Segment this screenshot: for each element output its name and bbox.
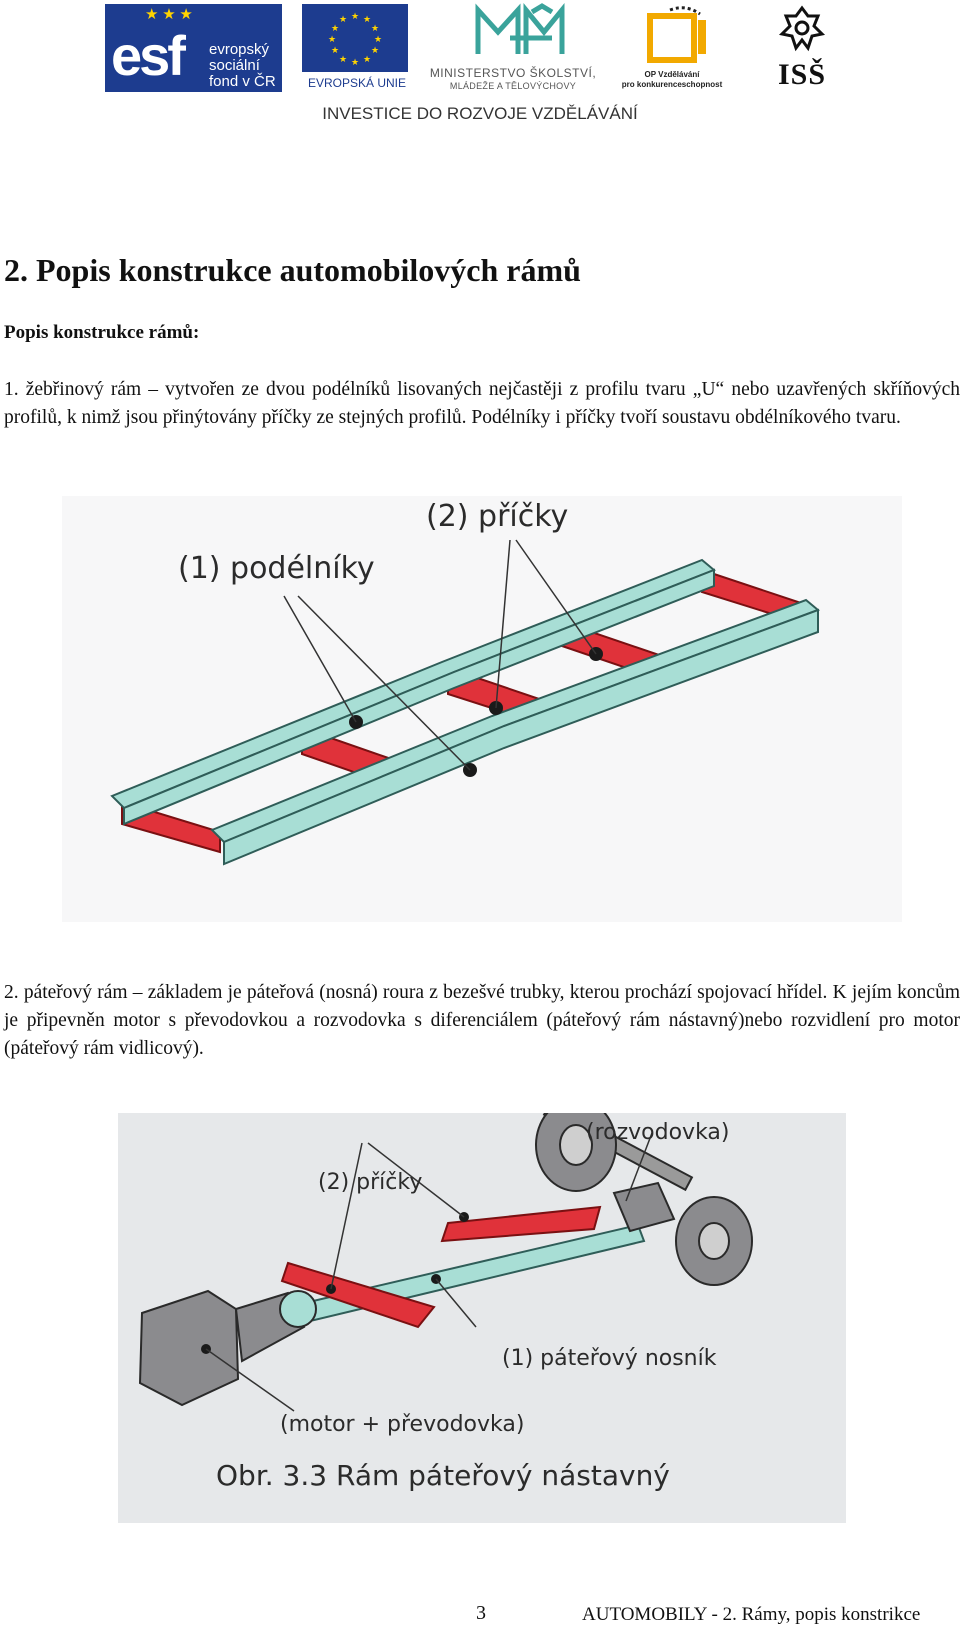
msmt-name: MINISTERSTVO ŠKOLSTVÍ, [429,66,597,80]
leader-lines [205,1132,653,1412]
page-number: 3 [476,1602,486,1624]
label-motor-prevodovka: (motor + převodovka) [280,1412,524,1437]
section-subheading: Popis konstrukce rámů: [4,322,200,343]
engine-gearbox [138,1289,317,1407]
star-icons: ★ ★ ★ [145,7,193,23]
esf-logo: ★ ★ ★ esf evropský sociální fond v ČR [105,4,282,92]
label-pricky: (2) příčky [426,499,568,534]
running-title: AUTOMOBILY - 2. Rámy, popis konstrikce [582,1604,921,1625]
rail-front-web [223,608,819,866]
iss-emblem-icon [778,5,826,52]
op-logo-icon [647,6,706,63]
svg-text:★: ★ [331,46,339,56]
esf-subtitle: evropský sociální fond v ČR [209,41,276,90]
label-rozvodovka: (rozvodovka) [586,1120,730,1145]
svg-text:★: ★ [339,15,347,25]
msmt-logo-icon [475,2,565,54]
figure-caption: Obr. 3.3 Rám páteřový nástavný [216,1459,670,1492]
investice-banner: INVESTICE DO ROZVOJE VZDĚLÁVÁNÍ [322,104,638,123]
figure-background [62,496,902,922]
page-title: 2. Popis konstrukce automobilových rámů [4,252,581,288]
svg-text:★: ★ [374,35,382,45]
op-label-2: pro konkurenceschopnost [621,80,723,89]
leader-lines [283,539,597,771]
msmt-name-2: MLÁDEŽE A TĚLOVÝCHOVY [449,81,577,91]
eu-stars-icon: ★★★ ★★★ ★★★ ★★★ [328,12,382,68]
svg-text:★: ★ [363,15,371,25]
label-pricky: (2) příčky [318,1170,422,1195]
esf-wordmark: esf [111,24,186,87]
svg-text:★: ★ [339,55,347,65]
side-rails [110,558,820,866]
svg-text:★: ★ [328,35,336,45]
paragraph-ladder-frame: 1. žebřinový rám – vytvořen ze dvou podé… [4,379,960,428]
rear-crossmember [440,1205,602,1243]
eu-label: EVROPSKÁ UNIE [307,76,407,90]
front-crossmember [280,1261,436,1329]
backbone-frame-figure: (rozvodovka) (2) příčky (1) páteřový nos… [118,1113,846,1523]
op-label: OP Vzdělávání [644,70,700,79]
iss-label: ISŠ [777,58,827,91]
ladder-frame-figure: (2) příčky (1) podélníky [62,496,902,922]
rear-axle [535,1113,753,1286]
rail-back-web [123,568,715,826]
svg-text:★: ★ [351,58,359,68]
svg-text:★: ★ [363,55,371,65]
svg-text:★: ★ [351,12,359,22]
svg-text:★: ★ [371,46,379,56]
header-logos: ★ ★ ★ esf evropský sociální fond v ČR ★★… [0,0,960,130]
label-podelniky: (1) podélníky [178,551,375,586]
paragraph-backbone-frame: 2. páteřový rám – základem je páteřová (… [4,982,960,1059]
label-patervy-nosnik: (1) páteřový nosník [502,1346,717,1371]
eu-flag-logo: ★★★ ★★★ ★★★ ★★★ [302,4,408,72]
svg-text:★: ★ [371,24,379,34]
svg-text:★: ★ [331,24,339,34]
